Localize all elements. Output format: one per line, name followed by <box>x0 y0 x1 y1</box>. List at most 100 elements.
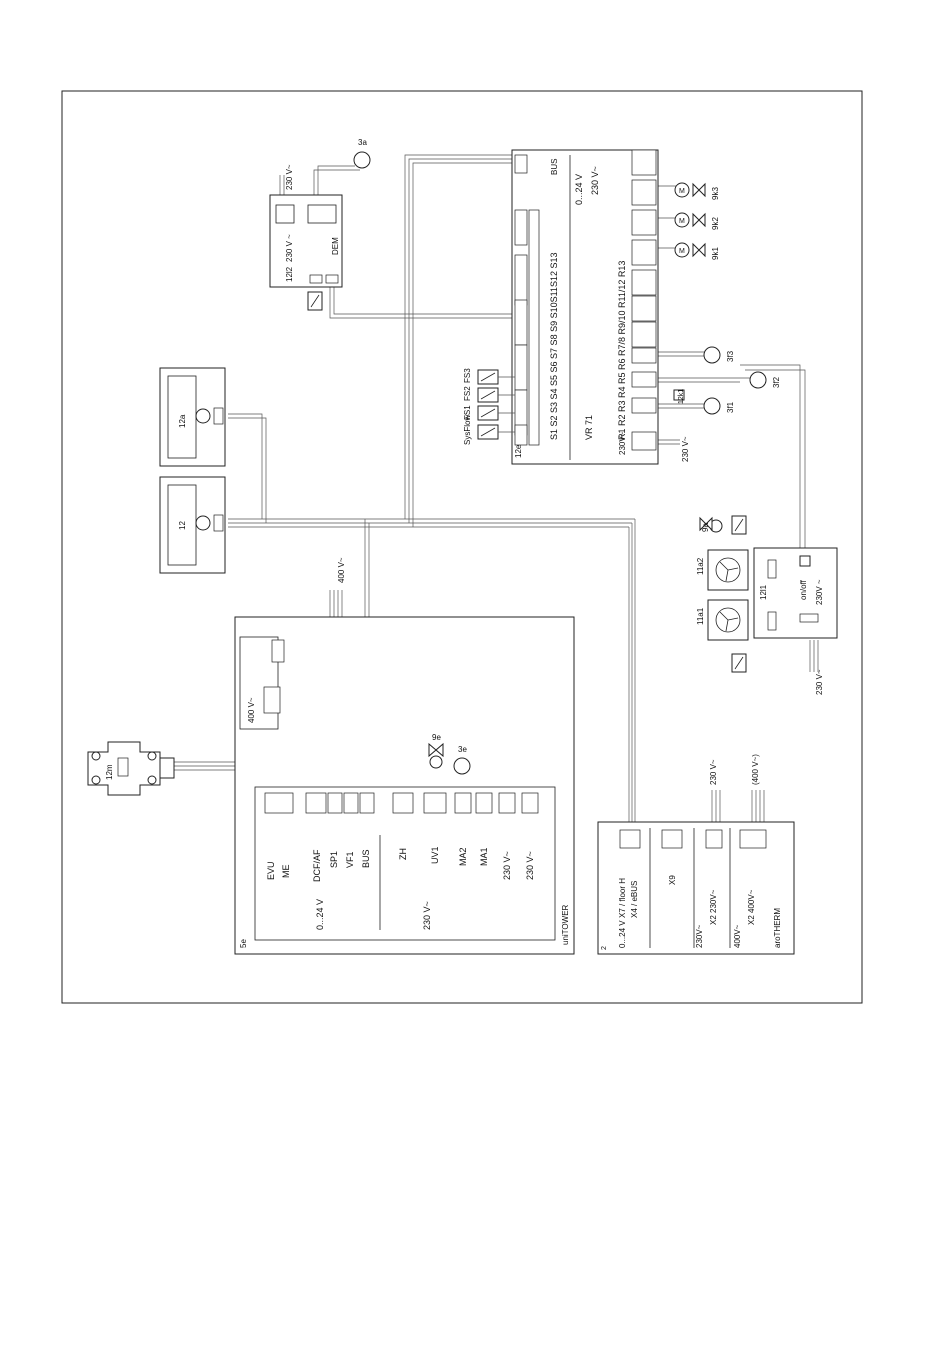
arotherm-terminals <box>619 829 767 849</box>
svg-text:M: M <box>679 248 685 255</box>
pump-3a: 3a <box>353 138 371 169</box>
vent-sensor-top <box>731 515 747 535</box>
dem-sensor <box>307 291 323 311</box>
arotherm-supply-230: 230 V~ <box>709 759 718 785</box>
sensor-fs1: FS1 <box>463 405 499 421</box>
terminal-vf1: VF1 <box>345 851 355 868</box>
sensor-fs3-label: FS3 <box>463 368 472 383</box>
arotherm-x4-label: X4 / eBUS <box>630 881 639 918</box>
controller-12a: 12a <box>159 367 226 467</box>
relay-12k1-label: 12k1 <box>678 389 685 404</box>
mixer-9k2: M 9k2 <box>674 212 720 230</box>
arotherm-x9-label: X9 <box>668 875 677 885</box>
dem-module: 12l2 230 V ~ DEM 230 V~ 3a <box>269 138 371 311</box>
vr71-output-terminals <box>631 149 657 451</box>
dem-id: 12l2 <box>285 266 294 282</box>
vr71-outputs-label: R1 R2 R3 R4 R5 R6 R7/8 R9/10 R11/12 R13 <box>617 261 627 440</box>
valve-9e: 9e <box>428 733 444 769</box>
pump-3f1-label: 3f1 <box>726 401 735 413</box>
pump-3f3-label: 3f3 <box>726 350 735 362</box>
pump-3e: 3e <box>453 745 471 775</box>
vr71-bus-label: BUS <box>550 159 559 175</box>
vr71-id: 12e <box>514 444 523 458</box>
terminal-230v-2: 230 V~ <box>525 851 535 880</box>
vr71-pumps: 3f3 3f2 3f1 12k1 230 V~ <box>673 346 781 462</box>
svg-text:M: M <box>679 188 685 195</box>
vr71-volt-high: 230 V~ <box>590 166 600 195</box>
vent-supply-outer: 230 V~ <box>815 669 824 695</box>
mixer-9k2-label: 9k2 <box>711 217 720 230</box>
valve-9a-label: 9a <box>701 523 710 532</box>
dem-label: DEM <box>331 237 340 255</box>
unitower-title: uniTOWER <box>561 904 570 945</box>
unitower-volt-low: 0...24 V <box>315 899 325 930</box>
vr71-input-terminals <box>514 154 540 446</box>
mixer-9k3-label: 9k3 <box>711 187 720 200</box>
pump-3f2-label: 3f2 <box>772 376 781 388</box>
dem-supply: 230 V ~ <box>285 234 294 262</box>
sensor-12m-label: 12m <box>105 764 114 780</box>
vr71-sensors: SysFlow FS1 FS2 FS3 <box>463 368 515 445</box>
sensor-fs1-label: FS1 <box>463 405 472 420</box>
arotherm-x7-label: X7 / floor H <box>618 878 627 918</box>
dem-supply-outer: 230 V~ <box>285 164 294 190</box>
valve-9e-label: 9e <box>432 733 441 742</box>
arotherm-title: aroTHERM <box>773 908 782 948</box>
controller-12-label: 12 <box>178 521 187 530</box>
pump-3f1: 3f1 <box>703 397 735 415</box>
terminal-evu: EVU <box>266 861 276 880</box>
vr71-power-in: 230V~ <box>618 431 627 455</box>
vent-supply: 230V ~ <box>815 579 824 605</box>
fan-11a1: 11a1 <box>696 599 749 641</box>
arotherm-module: X7 / floor H X4 / eBUS X9 X2 230V~ X2 40… <box>597 754 795 955</box>
arotherm-volt-400: 400V~ <box>733 924 742 948</box>
terminal-bus: BUS <box>361 849 371 868</box>
vent-id: 12l1 <box>759 584 768 600</box>
diagram-frame <box>61 90 863 1004</box>
pump-3e-label: 3e <box>458 745 467 754</box>
sensor-fs2-label: FS2 <box>463 386 472 401</box>
unitower-terminal-labels: EVU ME DCF/AF SP1 VF1 BUS ZH UV1 MA2 MA1… <box>266 846 535 882</box>
arotherm-volt-low: 0...24 V <box>618 920 627 948</box>
mixer-9k1: M 9k1 <box>674 242 720 260</box>
sensor-sysflow: SysFlow <box>463 415 499 445</box>
controller-12a-label: 12a <box>178 414 187 428</box>
terminal-ma2: MA2 <box>458 847 468 866</box>
pump-3f3: 3f3 <box>703 346 735 364</box>
terminal-ma1: MA1 <box>479 847 489 866</box>
arotherm-supply-400: (400 V~) <box>751 754 760 785</box>
vr71-title: VR 71 <box>584 415 594 440</box>
unitower-id: 5e <box>239 939 248 948</box>
arotherm-volt-high: 230V~ <box>695 924 704 948</box>
pump-3a-label: 3a <box>358 138 367 147</box>
vr71-volt-low: 0...24 V <box>574 174 584 205</box>
relay-12k1: 12k1 <box>673 389 685 404</box>
controller-12: 12 <box>159 476 226 574</box>
svg-text:M: M <box>679 218 685 225</box>
vr71-power-label: 230 V~ <box>681 436 690 462</box>
terminal-sp1: SP1 <box>329 851 339 868</box>
ventilation-module: 12l1 on/off 230V ~ 230 V~ 11a2 11a1 9a <box>696 515 838 695</box>
fan-11a2-label: 11a2 <box>696 557 705 575</box>
unitower-module: 400 V~ uniTOWER 5e 0...24 V 230 V~ EVU M… <box>234 616 575 955</box>
arotherm-id: 2 <box>601 946 608 950</box>
fan-11a1-label: 11a1 <box>696 607 705 625</box>
fan-11a2: 11a2 <box>696 549 749 591</box>
terminal-230v-1: 230 V~ <box>502 851 512 880</box>
mixer-9k1-label: 9k1 <box>711 247 720 260</box>
vr71-inputs-label: S1 S2 S3 S4 S5 S6 S7 S8 S9 S10S11S12 S13 <box>549 253 559 440</box>
vr71-mixers: M 9k3 M 9k2 M 9k1 <box>674 182 720 260</box>
vr71-module: VR 71 S1 S2 S3 S4 S5 S6 S7 S8 S9 S10S11S… <box>511 149 659 465</box>
arotherm-x2-230-label: X2 230V~ <box>709 889 718 925</box>
pump-3f2: 3f2 <box>749 371 781 389</box>
mixer-9k3: M 9k3 <box>674 182 720 200</box>
valve-9a: 9a <box>699 516 723 533</box>
terminal-dcf-af: DCF/AF <box>312 849 322 882</box>
unitower-supply-in: 400 V~ <box>247 697 256 723</box>
terminal-uv1: UV1 <box>430 846 440 864</box>
supply-400v: 400 V~ <box>337 557 346 583</box>
sensor-sysflow-label: SysFlow <box>463 415 472 445</box>
sensor-12m: 12m <box>87 741 175 796</box>
terminal-me: ME <box>281 865 291 879</box>
